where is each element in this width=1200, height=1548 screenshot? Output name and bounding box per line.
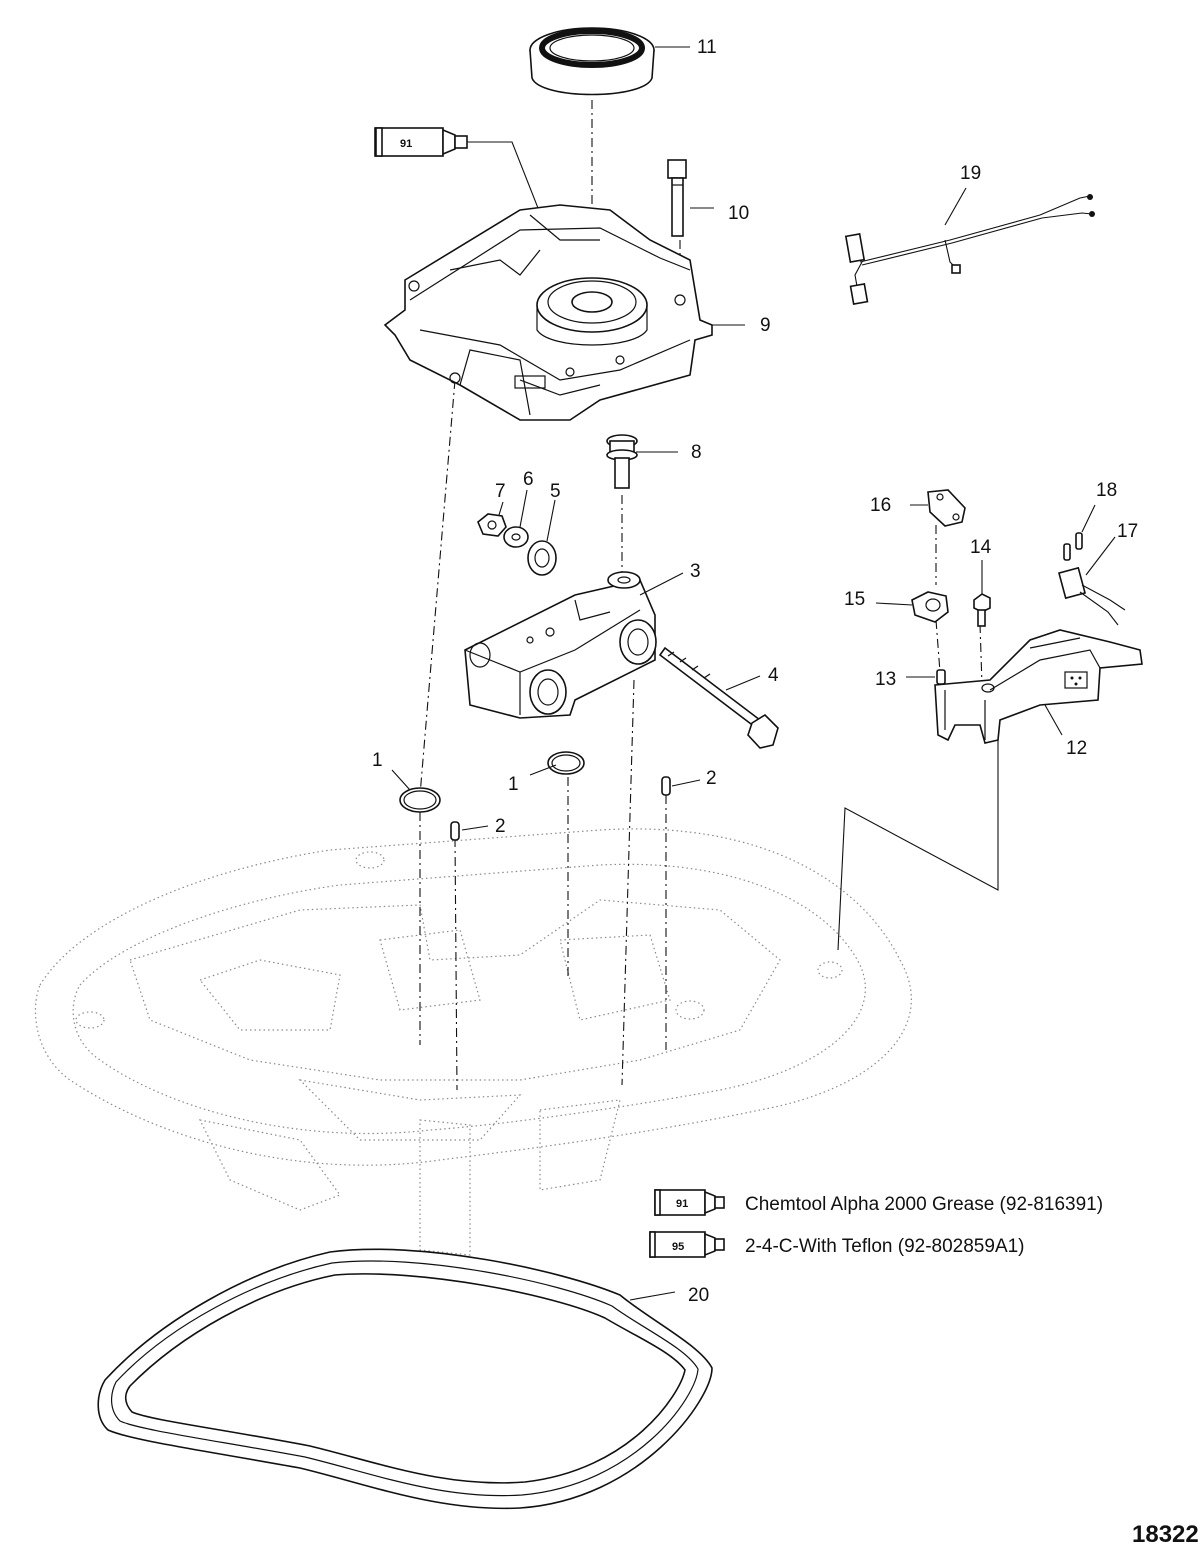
part-13-pin xyxy=(936,669,946,685)
callout-1-left: 1 xyxy=(372,750,383,771)
part-9-housing xyxy=(383,204,713,421)
callout-numbers: 11 10 9 19 8 7 6 5 3 4 1 1 2 2 16 15 14 … xyxy=(372,37,1138,1306)
part-8-bolt xyxy=(606,434,638,489)
part-1-o-ring-right xyxy=(547,751,585,775)
callout-leaders xyxy=(391,46,1116,1301)
tube-label-91: 91 xyxy=(400,138,412,150)
callout-4: 4 xyxy=(768,665,779,686)
callout-16: 16 xyxy=(870,495,891,516)
part-12-lever-bracket xyxy=(934,629,1143,744)
part-7-nut xyxy=(477,513,507,537)
part-14-screw xyxy=(973,593,991,627)
callout-20: 20 xyxy=(688,1285,709,1306)
part-3-bracket xyxy=(464,571,657,719)
part-1-o-ring-left xyxy=(399,787,441,813)
lubricant-legend: 91 Chemtool Alpha 2000 Grease (92-816391… xyxy=(649,1189,1103,1258)
part-20-gasket xyxy=(97,1248,713,1510)
callout-12: 12 xyxy=(1066,738,1087,759)
legend-code-91: 91 xyxy=(676,1198,688,1210)
callout-9: 9 xyxy=(760,315,771,336)
part-6-washer xyxy=(503,526,529,548)
callout-1-right: 1 xyxy=(508,774,519,795)
part-18-screws xyxy=(1063,532,1083,561)
grease-tube-91-icon: 91 xyxy=(374,127,576,303)
callout-10: 10 xyxy=(728,203,749,224)
legend-tube-95-icon: 95 xyxy=(649,1231,725,1258)
callout-6: 6 xyxy=(523,469,534,490)
part-5-seal-ring xyxy=(527,540,557,576)
part-4-bolt xyxy=(658,646,779,749)
legend-text-95: 2-4-C-With Teflon (92-802859A1) xyxy=(745,1236,1025,1257)
figure-id: 18322 xyxy=(1132,1521,1199,1548)
alignment-lines xyxy=(419,100,999,1091)
part-17-switch xyxy=(1057,566,1126,626)
legend-code-95: 95 xyxy=(672,1241,684,1253)
callout-17: 17 xyxy=(1117,521,1138,542)
base-plate-ghost xyxy=(34,828,912,1256)
part-2-dowel-pin-left xyxy=(450,821,460,841)
legend-tube-91-icon: 91 xyxy=(654,1189,725,1216)
callout-13: 13 xyxy=(875,669,896,690)
callout-19: 19 xyxy=(960,163,981,184)
part-15-clip xyxy=(911,591,949,623)
callout-2-left: 2 xyxy=(495,816,506,837)
part-2-dowel-pin-right xyxy=(661,776,671,796)
callout-7: 7 xyxy=(495,481,506,502)
callout-18: 18 xyxy=(1096,480,1117,501)
callout-8: 8 xyxy=(691,442,702,463)
callout-3: 3 xyxy=(690,561,701,582)
callout-14: 14 xyxy=(970,537,992,558)
callout-11: 11 xyxy=(697,37,717,58)
callout-5: 5 xyxy=(550,481,561,502)
part-19-wire-harness xyxy=(844,194,1095,306)
part-16-plate xyxy=(927,489,966,527)
callout-15: 15 xyxy=(844,589,865,610)
part-10-bolt xyxy=(667,159,687,237)
legend-text-91: Chemtool Alpha 2000 Grease (92-816391) xyxy=(745,1194,1103,1215)
part-11-seal xyxy=(529,27,655,96)
callout-2-right: 2 xyxy=(706,768,717,789)
